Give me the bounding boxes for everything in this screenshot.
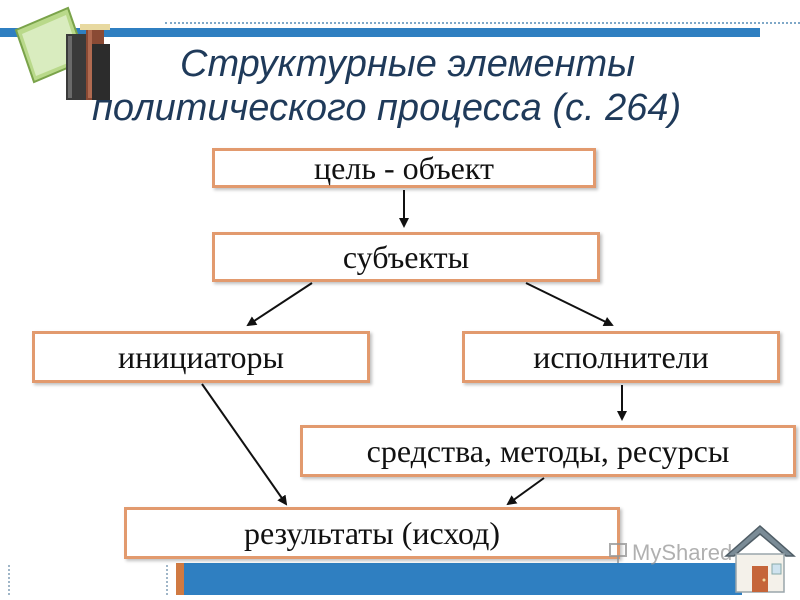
node-initiators: инициаторы [32,331,370,383]
bottom-accent-bar [176,563,742,595]
watermark-text: MyShared [632,540,733,565]
edge-initiators-results [201,383,288,506]
middle-dotted-rule [166,565,168,595]
edge-subjects-executors [525,282,614,326]
page-title: Структурные элементы политического проце… [92,42,732,130]
title-line-1: Структурные элементы [180,43,636,85]
watermark: MyShared [608,538,758,568]
top-accent-bar [0,28,760,37]
bottom-accent-edge [176,563,184,595]
node-executors: исполнители [462,331,780,383]
edge-subjects-initiators [246,282,313,327]
books-icon [14,6,110,100]
top-dotted-rule [165,22,800,24]
node-subjects: субъекты [212,232,600,282]
node-results: результаты (исход) [124,507,620,559]
presentation-icon [609,543,627,563]
home-icon[interactable] [722,520,798,596]
node-means-methods-resources: средства, методы, ресурсы [300,425,796,477]
left-dotted-rule [8,565,10,595]
node-goal-object: цель - объект [212,148,596,188]
title-line-2: политического процесса (с. 264) [92,87,682,129]
edge-means-results [506,477,545,506]
